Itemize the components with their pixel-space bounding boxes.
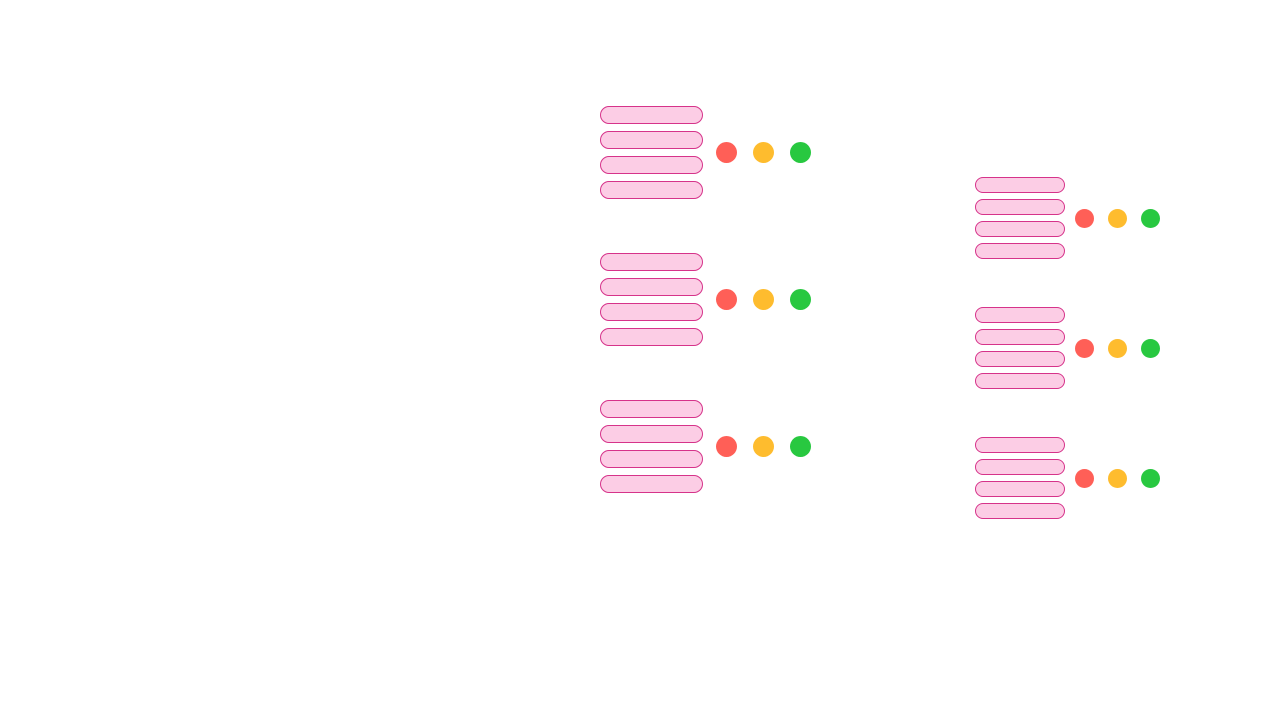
green-dot-icon[interactable] — [1141, 468, 1160, 488]
green-dot-icon[interactable] — [790, 289, 811, 310]
red-dot-icon[interactable] — [1075, 208, 1094, 228]
red-dot-icon[interactable] — [716, 436, 737, 457]
yellow-dot-icon[interactable] — [1108, 208, 1127, 228]
pill-stack — [600, 253, 703, 346]
pill-bar[interactable] — [975, 177, 1065, 193]
pill-stack — [975, 307, 1065, 389]
pill-bar[interactable] — [975, 307, 1065, 323]
status-dots — [1075, 208, 1160, 228]
pill-bar[interactable] — [600, 278, 703, 296]
widget-4 — [975, 177, 1160, 259]
pill-bar[interactable] — [975, 221, 1065, 237]
pill-bar[interactable] — [600, 475, 703, 493]
widget-3 — [600, 400, 811, 493]
status-dots — [1075, 468, 1160, 488]
widget-2 — [600, 253, 811, 346]
pill-stack — [975, 177, 1065, 259]
yellow-dot-icon[interactable] — [753, 289, 774, 310]
yellow-dot-icon[interactable] — [1108, 468, 1127, 488]
yellow-dot-icon[interactable] — [753, 436, 774, 457]
pill-bar[interactable] — [600, 425, 703, 443]
widget-6 — [975, 437, 1160, 519]
pill-bar[interactable] — [975, 481, 1065, 497]
pill-bar[interactable] — [975, 503, 1065, 519]
yellow-dot-icon[interactable] — [1108, 338, 1127, 358]
green-dot-icon[interactable] — [1141, 208, 1160, 228]
red-dot-icon[interactable] — [1075, 338, 1094, 358]
pill-bar[interactable] — [975, 199, 1065, 215]
pill-bar[interactable] — [600, 156, 703, 174]
pill-bar[interactable] — [975, 459, 1065, 475]
yellow-dot-icon[interactable] — [753, 142, 774, 163]
green-dot-icon[interactable] — [790, 142, 811, 163]
widget-5 — [975, 307, 1160, 389]
pill-bar[interactable] — [600, 450, 703, 468]
red-dot-icon[interactable] — [1075, 468, 1094, 488]
pill-bar[interactable] — [600, 303, 703, 321]
status-dots — [716, 142, 811, 163]
pill-bar[interactable] — [600, 181, 703, 199]
green-dot-icon[interactable] — [1141, 338, 1160, 358]
pill-bar[interactable] — [600, 106, 703, 124]
status-dots — [716, 436, 811, 457]
status-dots — [716, 289, 811, 310]
green-dot-icon[interactable] — [790, 436, 811, 457]
red-dot-icon[interactable] — [716, 289, 737, 310]
red-dot-icon[interactable] — [716, 142, 737, 163]
pill-stack — [975, 437, 1065, 519]
pill-stack — [600, 106, 703, 199]
pill-bar[interactable] — [600, 253, 703, 271]
widget-1 — [600, 106, 811, 199]
pill-bar[interactable] — [600, 328, 703, 346]
pill-bar[interactable] — [975, 243, 1065, 259]
pill-bar[interactable] — [975, 329, 1065, 345]
pill-bar[interactable] — [975, 373, 1065, 389]
pill-stack — [600, 400, 703, 493]
pill-bar[interactable] — [600, 400, 703, 418]
pill-bar[interactable] — [600, 131, 703, 149]
pill-bar[interactable] — [975, 351, 1065, 367]
pill-bar[interactable] — [975, 437, 1065, 453]
status-dots — [1075, 338, 1160, 358]
